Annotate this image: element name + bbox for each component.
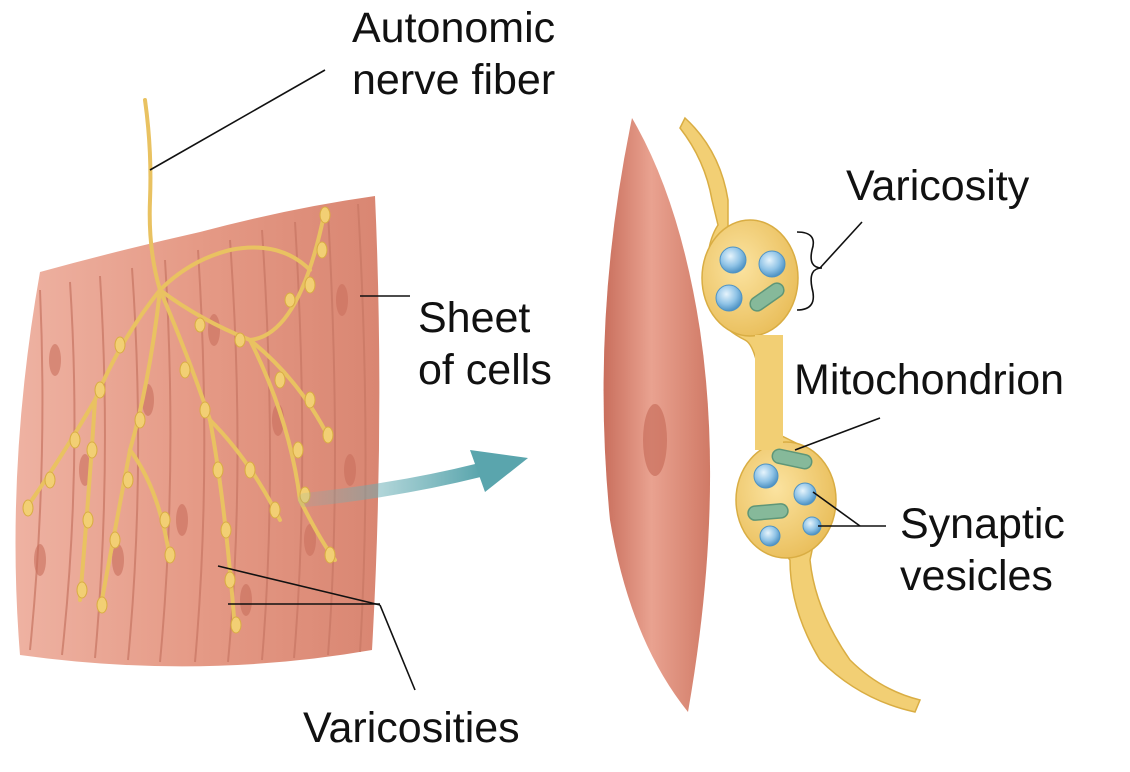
- varicosity-bulb-upper: [701, 219, 799, 337]
- label-mitochondrion: Mitochondrion: [794, 356, 1065, 404]
- label-varicosities: Varicosities: [303, 704, 520, 752]
- leader-lines: [149, 69, 886, 691]
- label-autonomic-nerve-fiber: Autonomic nerve fiber: [352, 2, 555, 106]
- label-synaptic-vesicles: Synaptic vesicles: [900, 498, 1065, 602]
- label-varicosity: Varicosity: [846, 162, 1030, 210]
- cell-nucleus: [643, 404, 667, 476]
- label-sheet-line2: of cells: [418, 346, 552, 394]
- label-synaptic-line1: Synaptic: [900, 500, 1065, 548]
- smooth-muscle-cell: [603, 118, 711, 712]
- label-autonomic-line2: nerve fiber: [352, 56, 556, 104]
- mitochondria: [747, 282, 813, 521]
- label-sheet-of-cells: Sheet of cells: [418, 292, 552, 396]
- label-sheet-line1: Sheet: [418, 294, 531, 342]
- synaptic-vesicles: [715, 246, 822, 547]
- arrow-right-icon: [298, 450, 528, 507]
- varicosity-beads: [22, 206, 336, 634]
- muscle-cell-nuclei: [34, 284, 356, 616]
- label-autonomic-line1: Autonomic: [352, 4, 556, 52]
- label-synaptic-line2: vesicles: [900, 552, 1053, 600]
